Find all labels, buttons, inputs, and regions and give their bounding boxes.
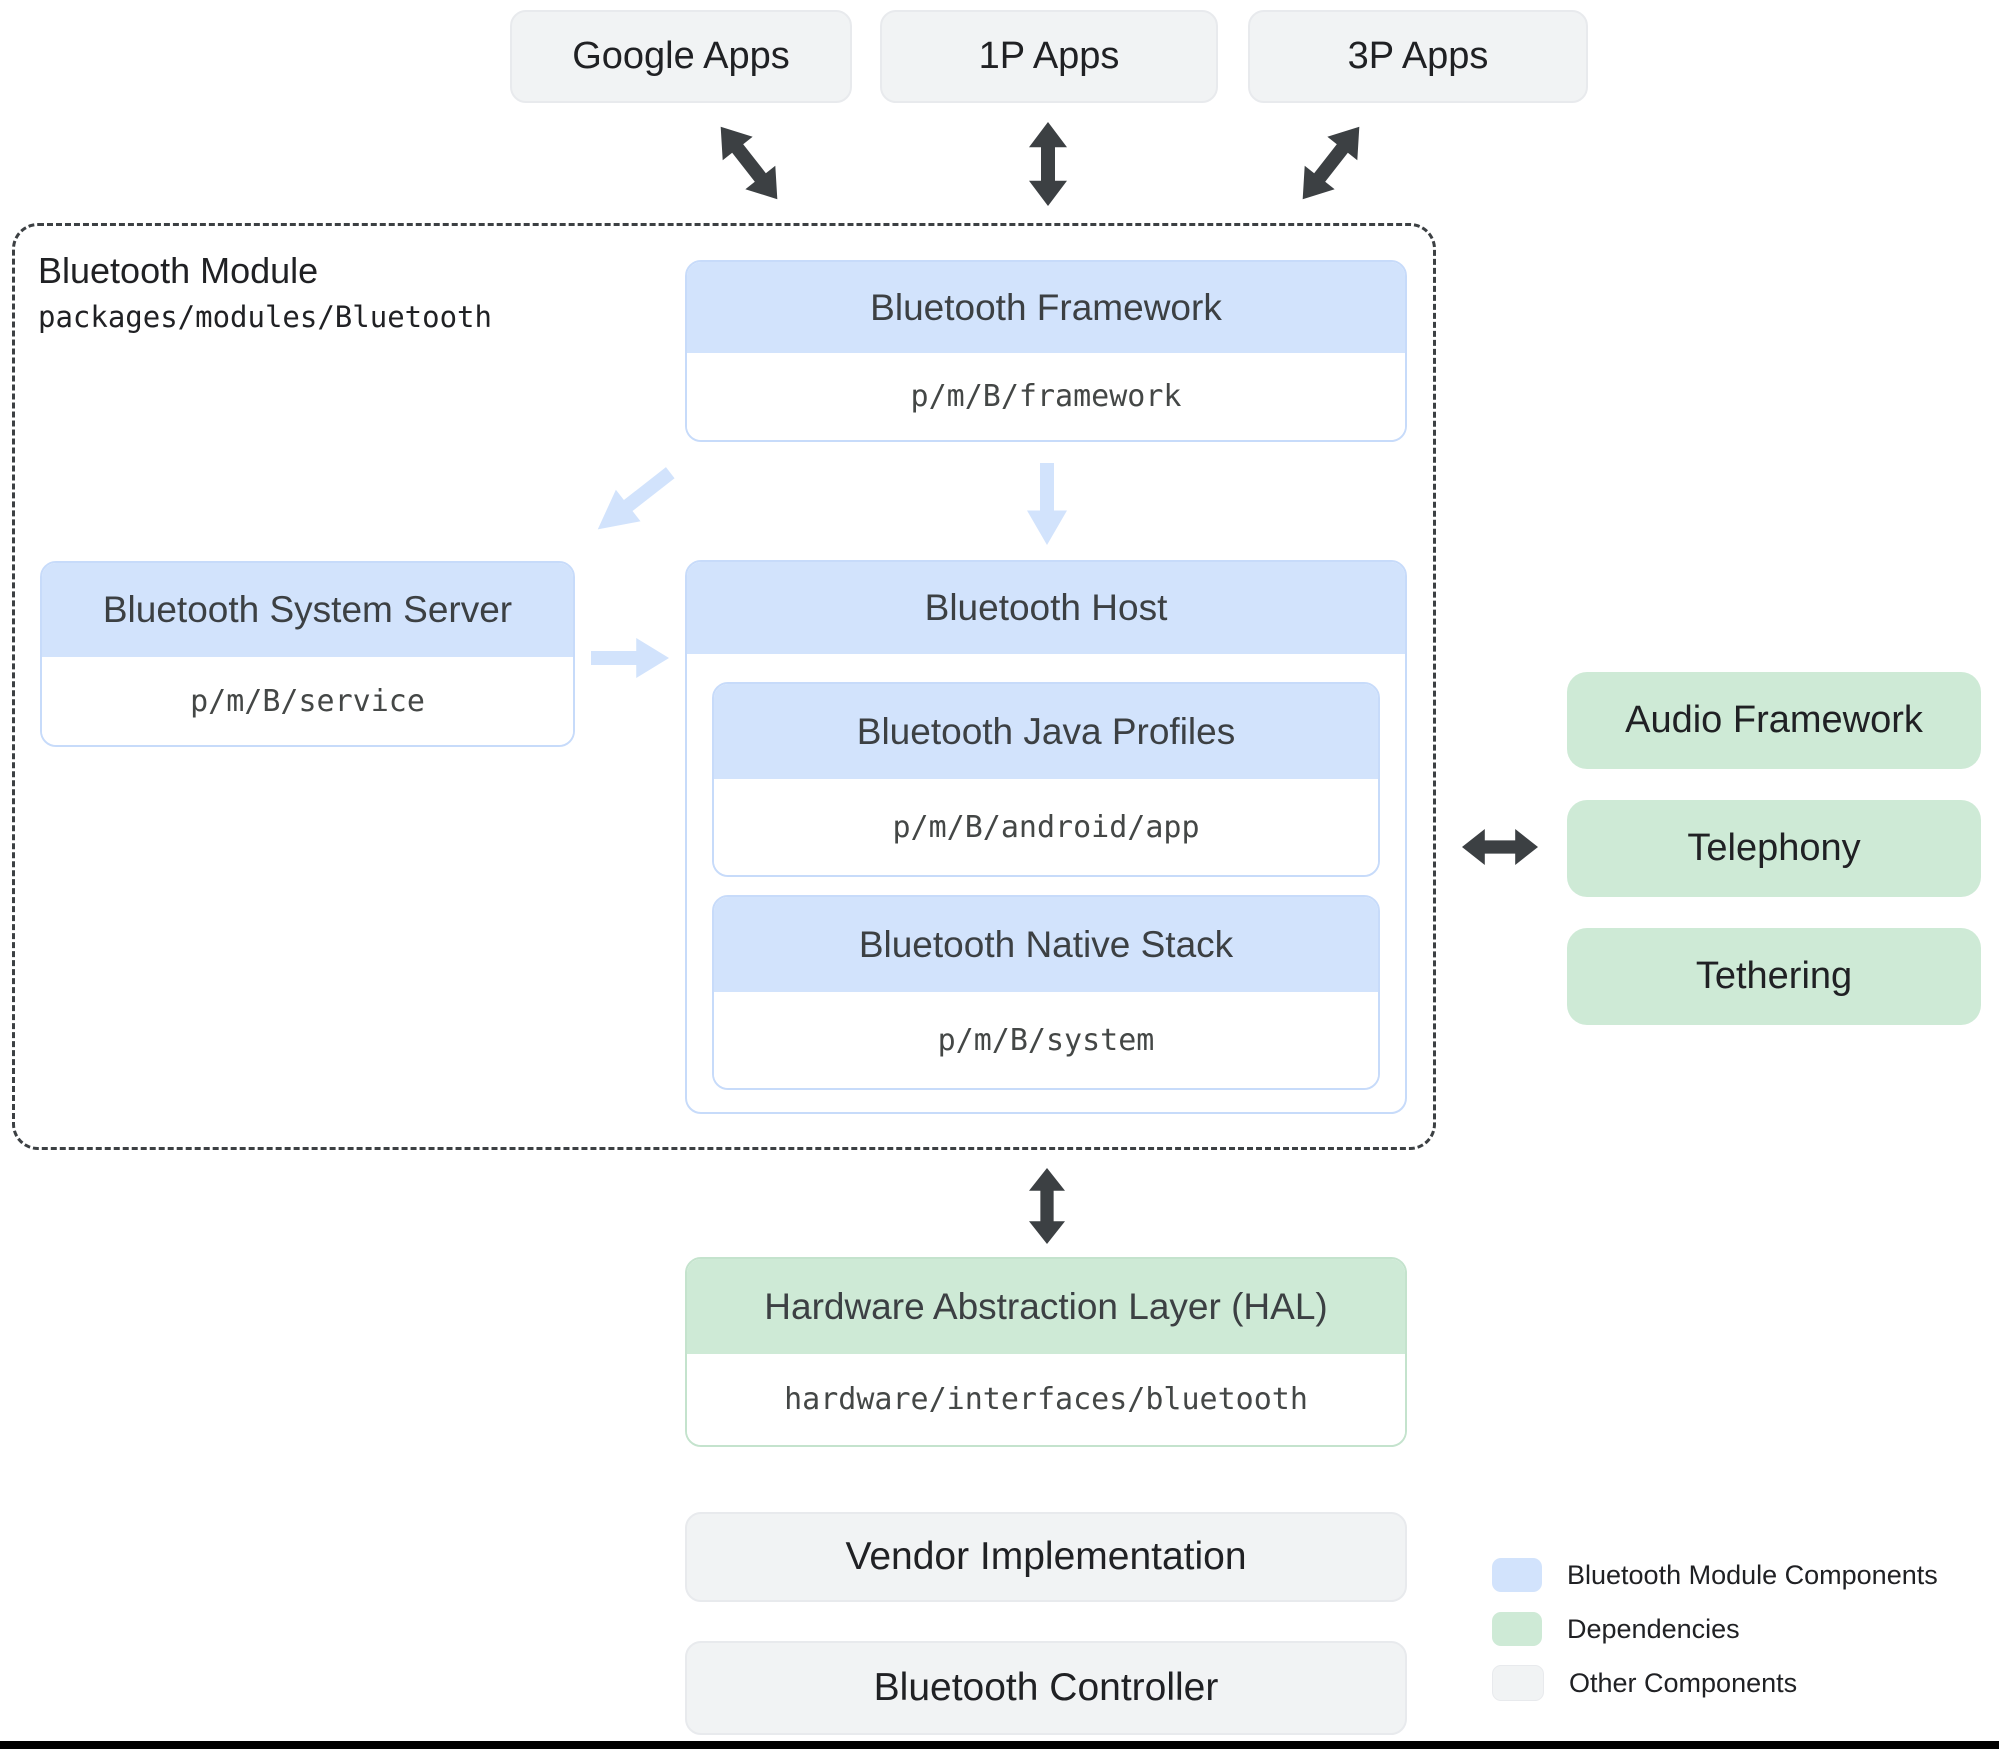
bluetooth-system-server-title: Bluetooth System Server (42, 563, 573, 657)
legend-row-module-components: Bluetooth Module Components (1492, 1558, 1938, 1592)
bluetooth-module-outline (12, 223, 1436, 1150)
bluetooth-module-path: packages/modules/Bluetooth (38, 300, 492, 334)
3p-apps-bidirectional-arrow-icon (1302, 126, 1360, 200)
telephony-box: Telephony (1567, 800, 1981, 897)
vendor-implementation-label: Vendor Implementation (845, 1535, 1247, 1578)
bluetooth-system-server-path: p/m/B/service (42, 657, 573, 745)
bluetooth-host-title: Bluetooth Host (687, 562, 1405, 654)
audio-framework-box: Audio Framework (1567, 672, 1981, 769)
bluetooth-java-profiles-box: Bluetooth Java Profiles p/m/B/android/ap… (712, 682, 1380, 877)
1p-apps-box: 1P Apps (880, 10, 1218, 103)
legend-swatch-dependencies (1492, 1612, 1542, 1646)
bluetooth-module-title: Bluetooth Module (38, 250, 319, 291)
legend-row-other-components: Other Components (1492, 1665, 1797, 1701)
system-server-to-host-arrow-icon (591, 638, 669, 678)
hal-box: Hardware Abstraction Layer (HAL) hardwar… (685, 1257, 1407, 1447)
legend-label-dependencies: Dependencies (1567, 1613, 1740, 1644)
legend-row-dependencies: Dependencies (1492, 1612, 1740, 1646)
bluetooth-framework-box: Bluetooth Framework p/m/B/framework (685, 260, 1407, 442)
audio-framework-label: Audio Framework (1625, 699, 1923, 741)
legend-swatch-other-components (1492, 1665, 1544, 1701)
bluetooth-module-label: Bluetooth Module packages/modules/Blueto… (38, 248, 492, 335)
legend-label-module-components: Bluetooth Module Components (1567, 1559, 1938, 1590)
telephony-label: Telephony (1687, 827, 1861, 869)
3p-apps-box: 3P Apps (1248, 10, 1588, 103)
bluetooth-java-profiles-path: p/m/B/android/app (714, 779, 1378, 875)
bluetooth-system-server-box: Bluetooth System Server p/m/B/service (40, 561, 575, 747)
tethering-box: Tethering (1567, 928, 1981, 1025)
bluetooth-native-stack-box: Bluetooth Native Stack p/m/B/system (712, 895, 1380, 1090)
3p-apps-label: 3P Apps (1347, 35, 1489, 77)
legend-swatch-module-components (1492, 1558, 1542, 1592)
module-dependencies-bidirectional-arrow-icon (1462, 829, 1538, 865)
1p-apps-label: 1P Apps (978, 35, 1120, 77)
1p-apps-bidirectional-arrow-icon (1029, 122, 1067, 206)
bluetooth-controller-box: Bluetooth Controller (685, 1641, 1407, 1735)
bluetooth-java-profiles-title: Bluetooth Java Profiles (714, 684, 1378, 779)
bluetooth-native-stack-path: p/m/B/system (714, 992, 1378, 1088)
module-hal-bidirectional-arrow-icon (1029, 1168, 1065, 1244)
google-apps-label: Google Apps (572, 35, 790, 77)
bluetooth-native-stack-title: Bluetooth Native Stack (714, 897, 1378, 992)
framework-to-host-arrow-icon (1027, 463, 1067, 545)
bluetooth-framework-title: Bluetooth Framework (687, 262, 1405, 353)
google-apps-box: Google Apps (510, 10, 852, 103)
legend-label-other-components: Other Components (1569, 1667, 1798, 1698)
bluetooth-controller-label: Bluetooth Controller (873, 1666, 1219, 1709)
hal-title: Hardware Abstraction Layer (HAL) (687, 1259, 1405, 1354)
vendor-implementation-box: Vendor Implementation (685, 1512, 1407, 1602)
hal-path: hardware/interfaces/bluetooth (687, 1354, 1405, 1445)
tethering-label: Tethering (1695, 955, 1853, 997)
framework-to-system-server-arrow-icon (597, 467, 675, 530)
bottom-edge-bar (0, 1741, 1999, 1749)
google-apps-bidirectional-arrow-icon (720, 126, 778, 200)
bluetooth-framework-path: p/m/B/framework (687, 353, 1405, 440)
